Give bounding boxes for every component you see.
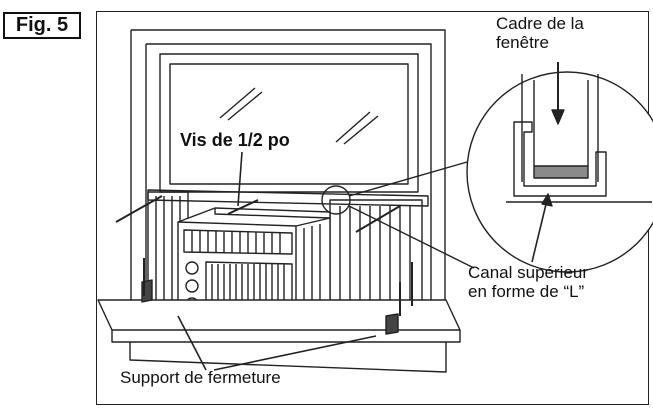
window-frame-label-line1: Cadre de la [496, 14, 584, 33]
window-frame-label: Cadre de la fenêtre [496, 14, 584, 52]
detail-magnifier [466, 62, 653, 273]
top-channel-label: Canal supérieur en forme de “L” [468, 263, 588, 301]
window-sill [97, 299, 461, 373]
screws [115, 195, 413, 316]
air-conditioner [177, 207, 331, 329]
window-frame [130, 29, 446, 300]
callout-circle [321, 185, 351, 215]
top-channel-label-line2: en forme de “L” [468, 282, 585, 301]
figure-label: Fig. 5 [3, 12, 81, 39]
closing-bracket-label: Support de fermeture [120, 368, 281, 387]
top-channel-label-line1: Canal supérieur [468, 263, 589, 282]
screw-label: Vis de 1/2 po [178, 130, 292, 150]
window-frame-label-line2: fenêtre [496, 33, 549, 52]
